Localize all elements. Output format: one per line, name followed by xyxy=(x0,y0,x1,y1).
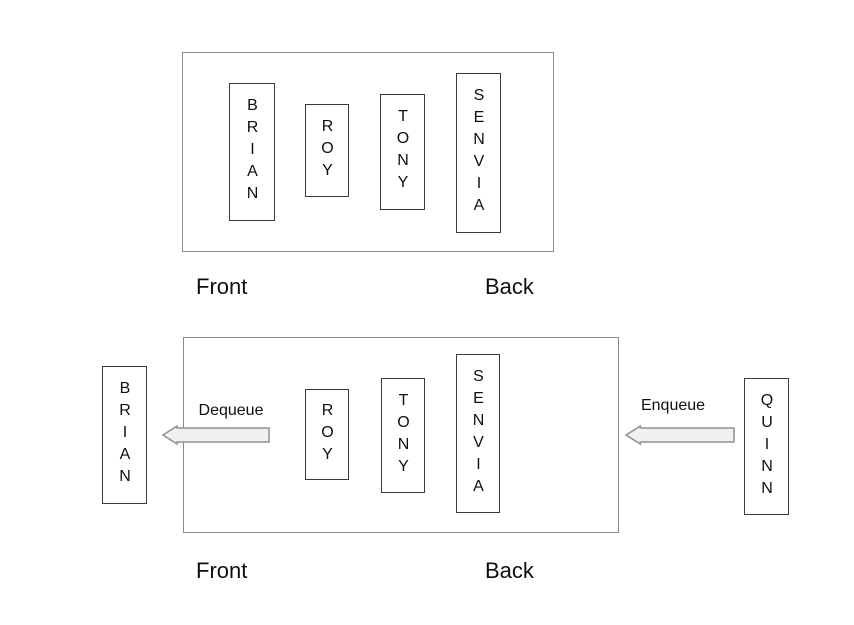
queue-item-box-roy-bottom: ROY xyxy=(305,389,349,480)
front-label-top: Front xyxy=(196,274,248,299)
dequeued-item-label: BRIAN xyxy=(116,380,134,490)
queue-item-box-senvia-top: SENVIA xyxy=(456,73,501,233)
queue-item-label: BRIAN xyxy=(244,97,261,207)
back-label-bottom: Back xyxy=(485,558,534,583)
queue-item-label: SENVIA xyxy=(470,367,487,500)
dequeue-label: Dequeue xyxy=(198,402,264,419)
enqueue-arrow-icon xyxy=(624,424,735,446)
enqueue-label: Enqueue xyxy=(640,397,706,414)
queue-item-label: ROY xyxy=(319,117,336,184)
queue-item-label: ROY xyxy=(319,401,336,468)
enqueued-item-label: QUINN xyxy=(758,391,776,502)
queue-item-label: SENVIA xyxy=(470,87,488,219)
back-label-top: Back xyxy=(485,274,534,299)
enqueued-item-box-quinn: QUINN xyxy=(744,378,789,515)
queue-item-box-roy-top: ROY xyxy=(305,104,349,197)
queue-item-box-tony-bottom: TONY xyxy=(381,378,425,493)
dequeue-arrow-icon xyxy=(161,424,270,446)
front-label-bottom: Front xyxy=(196,558,248,583)
queue-item-box-senvia-bottom: SENVIA xyxy=(456,354,500,513)
dequeued-item-box-brian: BRIAN xyxy=(102,366,147,504)
queue-item-box-tony-top: TONY xyxy=(380,94,425,210)
queue-container-before xyxy=(182,52,554,252)
queue-item-box-brian-top: BRIAN xyxy=(229,83,275,221)
queue-item-label: TONY xyxy=(395,391,412,480)
queue-item-label: TONY xyxy=(394,108,412,196)
